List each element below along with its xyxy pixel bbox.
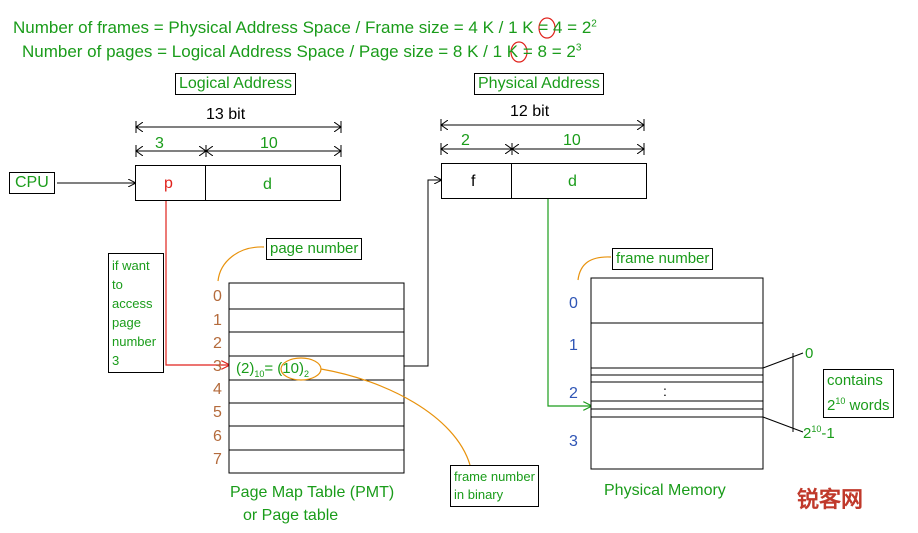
frames-formula: Number of frames = Physical Address Spac… xyxy=(13,19,597,36)
frame-lookup-arrow xyxy=(404,180,441,367)
contains-line1: contains xyxy=(827,372,883,389)
binary-note-line: frame number xyxy=(454,469,535,484)
watermark-logo: 锐客网 xyxy=(797,488,864,513)
range-start-label: 0 xyxy=(805,345,814,362)
page-number-curve xyxy=(217,246,265,282)
binary-note: frame number in binary xyxy=(450,465,539,507)
pmt-caption-line2: or Page table xyxy=(243,507,339,524)
binary-note-line: in binary xyxy=(454,487,504,502)
frames-exponent: 2 xyxy=(591,18,597,30)
circle-pages-result xyxy=(510,41,528,63)
access-note-line: number xyxy=(112,334,157,349)
physical-d-field: d xyxy=(511,163,647,199)
memory-index-0: 0 xyxy=(569,295,578,312)
pmt-index-7: 7 xyxy=(213,451,222,468)
access-note-line: to xyxy=(112,277,123,292)
access-note-line: page xyxy=(112,315,141,330)
physical-d-label: d xyxy=(568,173,577,190)
entry-equals: = xyxy=(264,360,278,377)
physical-f-field: f xyxy=(441,163,513,199)
pages-result: 8 xyxy=(537,42,547,61)
pages-formula-text: Number of pages = Logical Address Space … xyxy=(22,42,538,61)
physical-d-bits: 10 xyxy=(563,132,581,149)
frame-number-label: frame number xyxy=(612,248,714,270)
pmt-index-2: 2 xyxy=(213,335,222,352)
pages-power: = 2 xyxy=(546,42,576,61)
pages-exponent: 3 xyxy=(575,42,582,54)
logical-d-field: d xyxy=(205,165,341,201)
entry-decimal: (2) xyxy=(236,360,255,377)
pmt-index-5: 5 xyxy=(213,404,222,421)
physical-f-label: f xyxy=(471,173,476,190)
physical-address-title: Physical Address xyxy=(474,73,604,95)
pmt-index-1: 1 xyxy=(213,312,222,329)
range-end-tail: -1 xyxy=(821,425,835,442)
pmt-index-6: 6 xyxy=(213,428,222,445)
entry-binary: (10) xyxy=(277,360,304,377)
logical-p-bits: 3 xyxy=(155,135,164,152)
entry-binary-base: 2 xyxy=(303,369,309,379)
frames-power: = 2 xyxy=(562,18,592,37)
memory-caption: Physical Memory xyxy=(604,482,726,499)
logical-address-title: Logical Address xyxy=(175,73,296,95)
memory-index-2: 2 xyxy=(569,385,578,402)
logical-p-label: p xyxy=(164,175,173,192)
page-number-label: page number xyxy=(266,238,363,260)
cpu-box: CPU xyxy=(9,172,55,194)
range-top-line xyxy=(762,352,804,369)
physical-f-bits: 2 xyxy=(461,132,470,149)
pmt-index-4: 4 xyxy=(213,381,222,398)
logical-p-field: p xyxy=(135,165,207,201)
offset-arrow xyxy=(547,197,591,406)
contains-line2: 210 words xyxy=(827,391,890,416)
range-bottom-line xyxy=(762,416,804,433)
binary-pointer-curve xyxy=(320,368,471,466)
memory-index-1: 1 xyxy=(569,337,578,354)
range-end-exponent: 10 xyxy=(811,424,822,434)
frames-formula-text: Number of frames = Physical Address Spac… xyxy=(13,18,553,37)
logical-total-bits: 13 bit xyxy=(206,106,246,123)
logical-d-label: d xyxy=(263,176,272,193)
memory-dots: : xyxy=(663,383,667,399)
pmt-index-3: 3 xyxy=(213,358,222,375)
pmt-caption-line1: Page Map Table (PMT) xyxy=(230,484,395,501)
frames-result: 4 xyxy=(552,18,563,37)
logical-d-bits: 10 xyxy=(260,135,278,152)
contains-note: contains 210 words xyxy=(823,369,894,418)
page-map-table xyxy=(228,282,405,474)
contains-exponent: 10 xyxy=(835,396,846,406)
access-note: if want to access page number 3 xyxy=(108,253,164,373)
physical-total-bits: 12 bit xyxy=(510,103,550,120)
range-end-base: 2 xyxy=(803,425,812,442)
pmt-index-0: 0 xyxy=(213,288,222,305)
access-note-line: access xyxy=(112,296,153,311)
physical-memory-block xyxy=(590,277,764,470)
pmt-entry-3: (2)10= (10)2 xyxy=(236,361,309,379)
range-end-label: 210-1 xyxy=(803,424,835,442)
pages-formula: Number of pages = Logical Address Space … xyxy=(22,43,581,60)
access-note-line: 3 xyxy=(112,353,120,368)
memory-index-3: 3 xyxy=(569,433,578,450)
page-index-arrow xyxy=(165,200,229,365)
frame-number-curve xyxy=(577,256,612,281)
circle-frames-result xyxy=(538,17,556,39)
entry-decimal-base: 10 xyxy=(254,369,265,379)
access-note-line: if want xyxy=(112,258,150,273)
contains-base: 2 xyxy=(827,397,836,414)
contains-tail: words xyxy=(845,397,890,414)
